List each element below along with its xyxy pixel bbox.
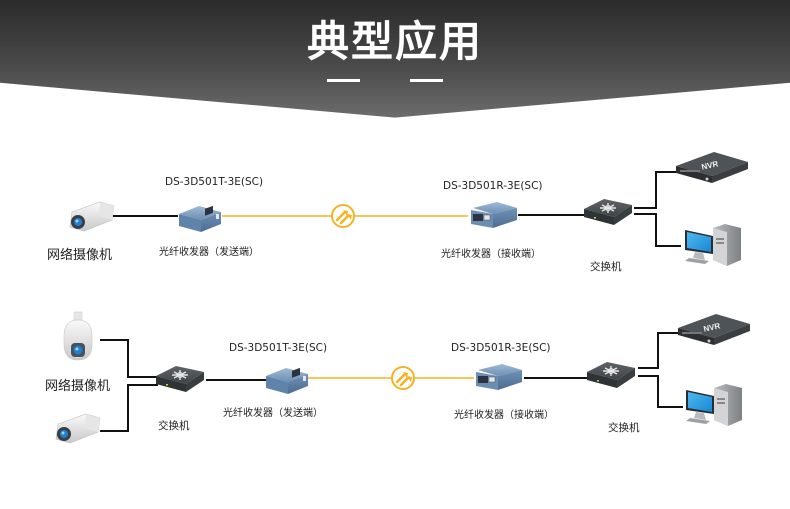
copper-link — [634, 171, 678, 209]
title-underline-left — [327, 79, 360, 82]
dome-camera-icon — [63, 311, 93, 361]
nvr-icon: NVR — [678, 314, 750, 345]
desktop-pc-icon — [685, 224, 741, 266]
receiver-label: 光纤收发器（接收端） — [441, 249, 541, 260]
fiber-transceiver-icon — [471, 202, 517, 228]
bullet-camera-icon — [55, 413, 101, 444]
receiver-model-label: DS-3D501R-3E(SC) — [451, 342, 551, 354]
bullet-camera-icon — [69, 201, 115, 232]
fiber-transceiver-icon — [476, 364, 522, 390]
receiver-model-label: DS-3D501R-3E(SC) — [443, 180, 543, 192]
transmitter-label: 光纤收发器（发送端） — [223, 408, 323, 419]
nvr-icon: NVR — [676, 152, 748, 183]
desktop-pc-icon — [686, 384, 742, 426]
nvr-text: NVR — [703, 321, 722, 333]
copper-link — [638, 332, 680, 369]
network-switch-icon — [587, 362, 635, 388]
network-switch-icon — [584, 199, 632, 225]
copper-link — [638, 375, 683, 408]
network-switch-icon — [156, 366, 204, 392]
camera-label: 网络摄像机 — [47, 248, 113, 263]
copper-link — [100, 384, 158, 432]
transmitter-label: 光纤收发器（发送端） — [159, 247, 259, 258]
nvr-text: NVR — [701, 159, 720, 171]
scenario-1: NVR — [69, 152, 748, 266]
edge-switch-label: 交换机 — [158, 420, 190, 432]
switch-label: 交换机 — [590, 261, 622, 273]
page-title: 典型应用 — [306, 17, 483, 66]
scenario-2: NVR — [55, 311, 750, 444]
transmitter-model-label: DS-3D501T-3E(SC) — [165, 176, 264, 188]
receiver-label: 光纤收发器（接收端） — [454, 410, 554, 421]
title-underline-right — [410, 79, 443, 82]
copper-link — [634, 213, 681, 247]
copper-link — [100, 339, 158, 378]
camera-label: 网络摄像机 — [45, 379, 111, 394]
fiber-connector-icon — [331, 204, 355, 228]
fiber-transceiver-icon — [266, 367, 308, 394]
switch-label: 交换机 — [608, 422, 640, 434]
transmitter-model-label: DS-3D501T-3E(SC) — [229, 342, 328, 354]
fiber-connector-icon — [391, 366, 415, 390]
fiber-transceiver-icon — [179, 205, 221, 232]
